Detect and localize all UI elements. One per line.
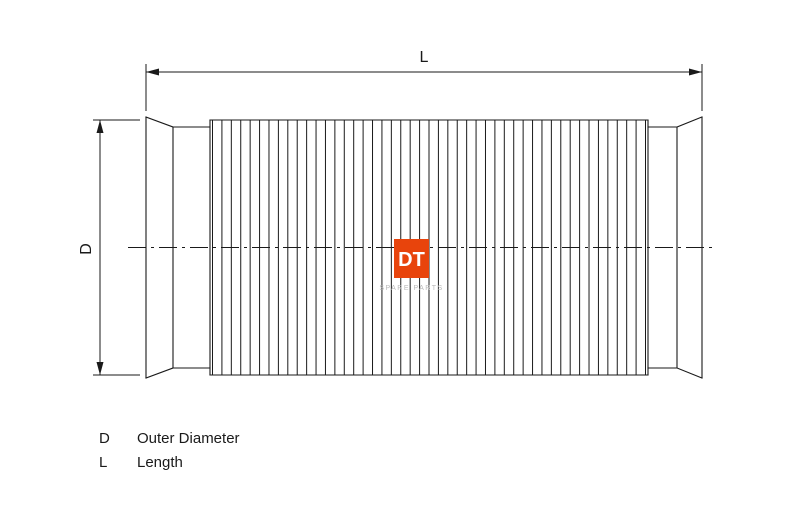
length-arrow-right bbox=[689, 68, 702, 76]
dt-logo: DT SPARE PARTS bbox=[379, 239, 443, 292]
length-label: L bbox=[420, 49, 429, 66]
diameter-arrow-top bbox=[96, 120, 104, 133]
legend-row-1-symbol: D bbox=[99, 430, 110, 447]
right-flare-bottom bbox=[676, 367, 703, 379]
diameter-label: D bbox=[78, 243, 95, 255]
legend-row-2-label: Length bbox=[137, 454, 183, 471]
diameter-arrow-bottom bbox=[96, 362, 104, 375]
dt-logo-subtext: SPARE PARTS bbox=[379, 285, 443, 292]
dt-logo-square bbox=[394, 239, 429, 278]
length-arrow-left bbox=[146, 68, 159, 76]
corrugations bbox=[212, 120, 646, 375]
dimension-diameter bbox=[93, 119, 140, 376]
left-flare-top bbox=[145, 116, 174, 128]
right-flare-top bbox=[676, 116, 703, 128]
legend: D Outer Diameter L Length bbox=[99, 430, 240, 471]
left-flare-bottom bbox=[145, 367, 174, 379]
dimension-length bbox=[145, 64, 703, 111]
dt-logo-text: DT bbox=[398, 249, 425, 271]
legend-row-1-label: Outer Diameter bbox=[137, 430, 240, 447]
legend-row-2-symbol: L bbox=[99, 454, 107, 471]
